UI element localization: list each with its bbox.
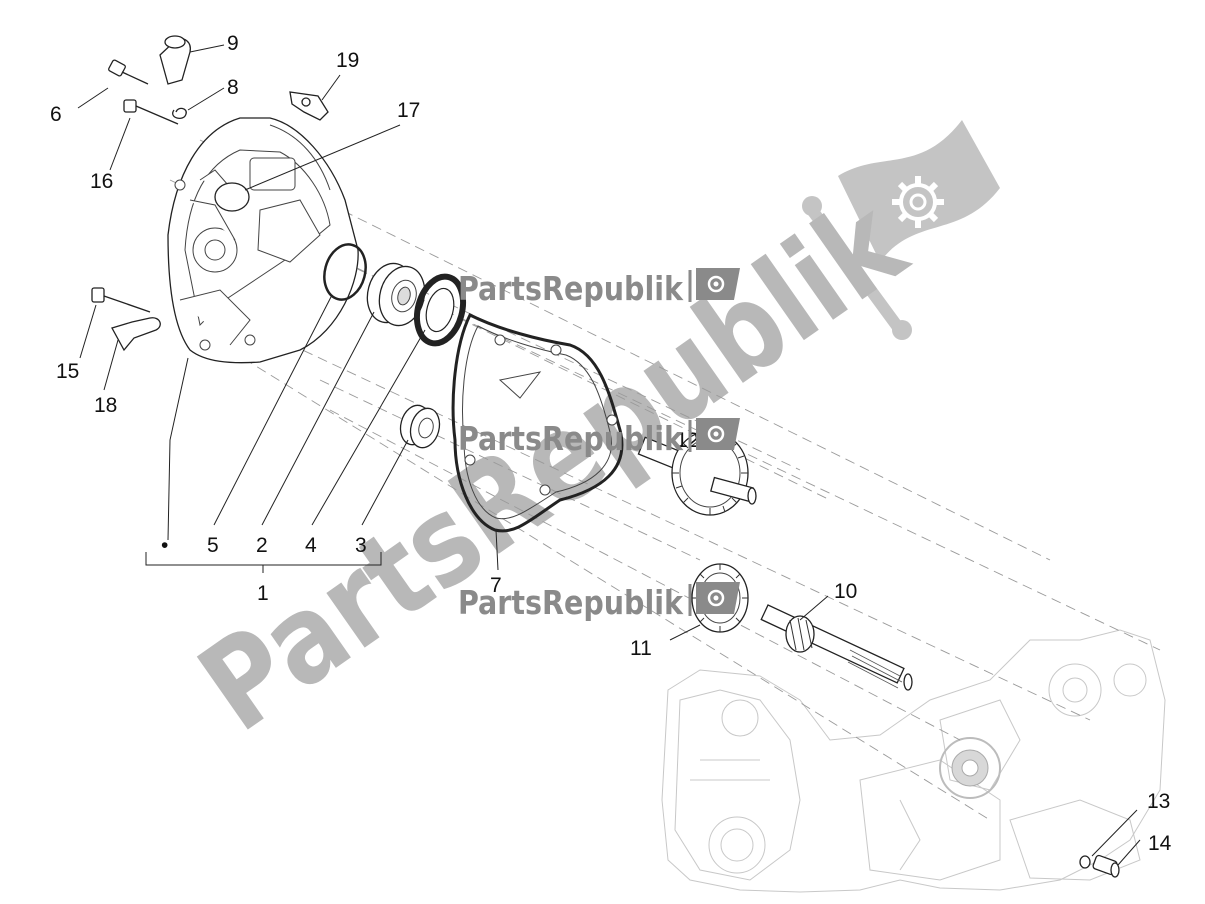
callout-18: 18 [94, 394, 117, 417]
callout-13: 13 [1147, 790, 1170, 813]
watermark-stamp-bottom: PartsRepublik [458, 582, 740, 622]
leader-lines [77, 44, 1141, 866]
callouts: 6 9 8 16 19 17 15 18 • 5 2 4 3 1 7 12 10… [50, 32, 1172, 855]
bolt-6 [108, 59, 149, 85]
gasket-7 [451, 312, 624, 533]
callout-8: 8 [227, 76, 239, 99]
kit-marker: • [161, 534, 168, 557]
callout-10: 10 [834, 580, 857, 603]
callout-17: 17 [397, 99, 420, 122]
engine-crankcase [661, 629, 1166, 893]
bolt-16 [123, 99, 179, 125]
watermark-stamp-text: PartsRepublik [458, 419, 684, 458]
gear-icon [707, 425, 725, 443]
transmission-cover [167, 117, 359, 364]
clip-8 [172, 107, 187, 120]
plug-cap-17 [214, 182, 250, 212]
tab-18 [111, 317, 161, 352]
watermark-logo [802, 120, 1000, 340]
bearing-3 [399, 404, 441, 449]
callout-2: 2 [256, 534, 268, 557]
breather-hose-9 [159, 35, 191, 85]
callout-12: 12 [676, 429, 699, 452]
callout-3: 3 [355, 534, 367, 557]
callout-16: 16 [90, 170, 113, 193]
bolt-15 [91, 287, 151, 313]
callout-9: 9 [227, 32, 239, 55]
callout-19: 19 [336, 49, 359, 72]
callout-15: 15 [56, 360, 79, 383]
oil-seal-4 [413, 273, 467, 347]
watermark-stamp-middle: PartsRepublik [458, 418, 740, 458]
plug-14 [1092, 854, 1120, 878]
callout-7: 7 [490, 574, 502, 597]
gear-icon [707, 589, 725, 607]
bearing-2 [366, 262, 426, 327]
watermark-stamp-text: PartsRepublik [458, 583, 684, 622]
callout-14: 14 [1148, 832, 1172, 855]
gear-icon [892, 176, 944, 228]
callout-11: 11 [630, 637, 652, 660]
callout-4: 4 [305, 534, 317, 557]
callout-1: 1 [257, 582, 269, 605]
callout-5: 5 [207, 534, 219, 557]
gear-icon [707, 275, 725, 293]
gear-shaft-12 [637, 430, 757, 516]
watermark-stamp-top: PartsRepublik [458, 268, 740, 308]
washer-13 [1079, 855, 1091, 869]
watermark-stamp-text: PartsRepublik [458, 269, 684, 308]
callout-6: 6 [50, 103, 62, 126]
bracket-19 [289, 91, 329, 121]
output-shaft-10 [760, 604, 913, 691]
circlip-5 [323, 243, 367, 301]
